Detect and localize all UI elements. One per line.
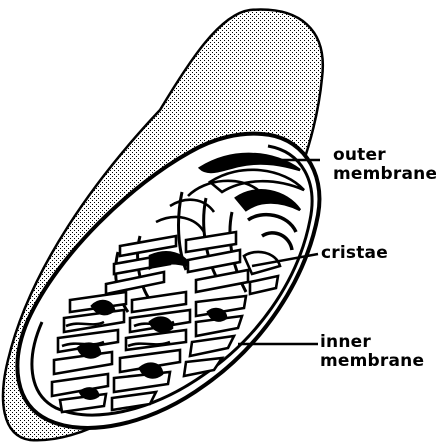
inner-membrane-label: inner membrane <box>320 333 424 371</box>
outer-membrane-label-line-1: outer <box>333 146 436 165</box>
outer-membrane-label: outer membrane <box>333 146 436 184</box>
inner-membrane-label-line-1: inner <box>320 333 424 352</box>
inner-membrane-label-line-2: membrane <box>320 352 424 371</box>
cristae-label-line: cristae <box>321 244 388 263</box>
outer-membrane-label-line-2: membrane <box>333 165 436 184</box>
cristae-label: cristae <box>321 244 388 263</box>
